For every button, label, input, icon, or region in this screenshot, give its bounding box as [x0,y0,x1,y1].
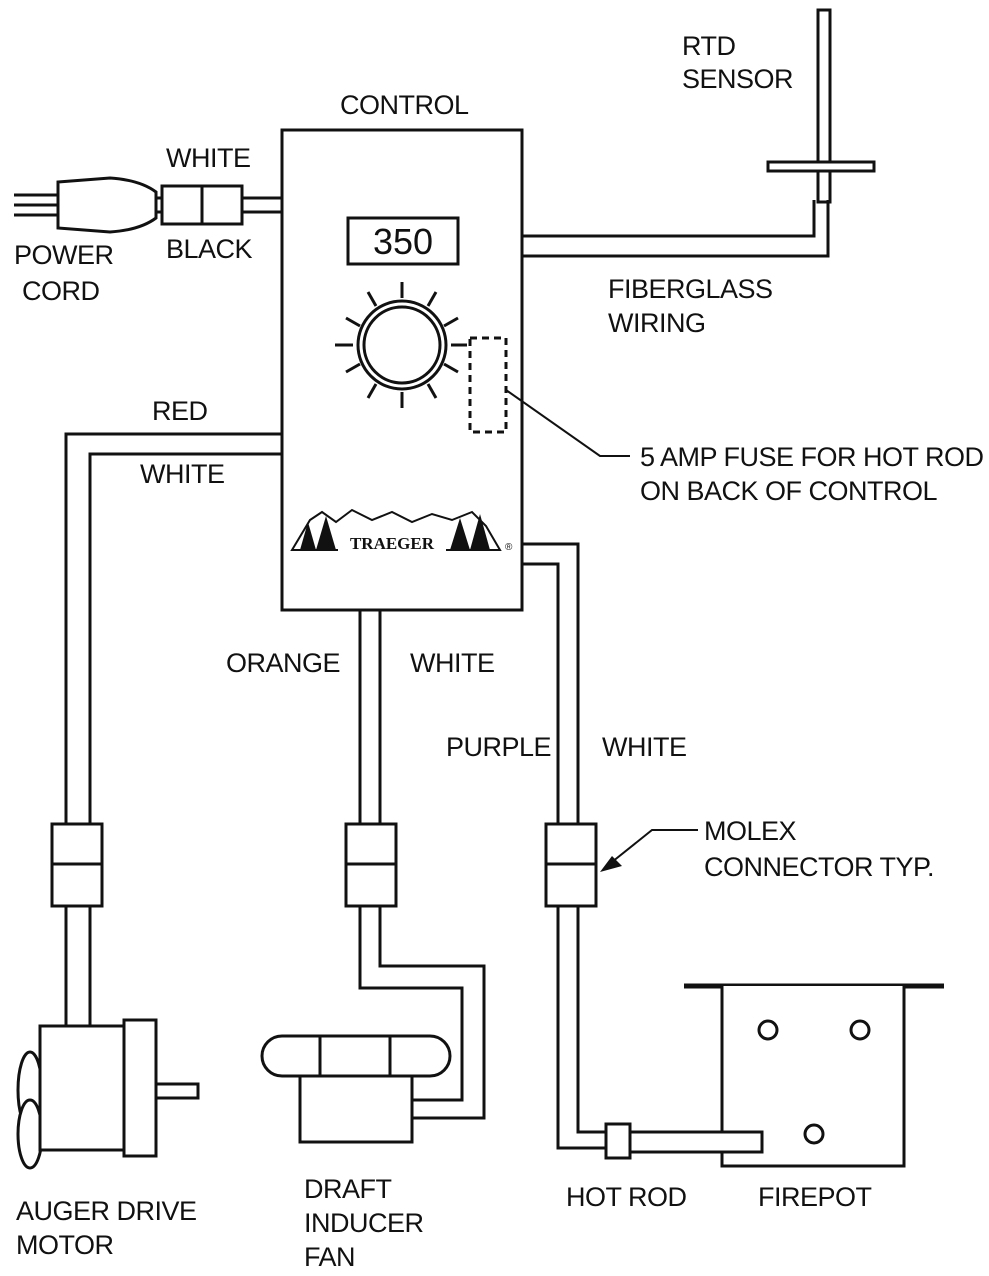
auger-drive-motor [16,1018,200,1170]
temperature-display [346,216,460,266]
label-motor: MOTOR [16,1230,114,1260]
label-power: POWER [14,240,114,270]
label-purple: PURPLE [446,732,551,762]
label-draft: DRAFT [304,1174,392,1204]
label-cord: CORD [22,276,100,306]
label-fuse-line1: 5 AMP FUSE FOR HOT ROD [640,442,984,472]
label-fan: FAN [304,1242,355,1272]
draft-inducer-fan [260,1034,452,1144]
molex-connector-auger [50,822,104,908]
control-box: 350 [280,128,524,612]
label-inducer: INDUCER [304,1208,424,1238]
label-wiring: WIRING [608,308,706,338]
label-fiberglass: FIBERGLASS [608,274,773,304]
rtd-sensor [522,8,876,258]
power-cord [14,176,282,234]
molex-connector-fan [344,822,398,908]
label-hot-rod: HOT ROD [566,1182,687,1212]
auger-wires [50,432,282,1026]
molex-connector-hotrod [544,822,598,908]
label-white-power: WHITE [166,143,251,173]
fuse-outline [468,336,508,434]
label-white-auger: WHITE [140,459,225,489]
label-auger-drive: AUGER DRIVE [16,1196,197,1226]
label-control: CONTROL [340,90,469,120]
fan-wires [344,610,486,1120]
temperature-dial [335,282,467,408]
hotrod-wires [522,542,606,1150]
registered-mark: ® [505,542,513,553]
label-orange: ORANGE [226,648,340,678]
hot-rod [604,1122,764,1160]
label-white-hotrod: WHITE [602,732,687,762]
display-value: 350 [373,221,433,262]
label-black-power: BLACK [166,234,253,264]
label-red: RED [152,396,208,426]
traeger-logo: TRAEGER ® [290,508,513,553]
label-white-fan: WHITE [410,648,495,678]
label-rtd: RTD [682,31,736,61]
firepot [684,983,944,1168]
molex-leader-arrow [600,829,698,872]
fuse-leader-line [505,389,630,457]
label-connector-typ: CONNECTOR TYP. [704,852,934,882]
label-firepot: FIREPOT [758,1182,872,1212]
label-fuse-line2: ON BACK OF CONTROL [640,476,938,506]
label-sensor: SENSOR [682,64,793,94]
label-molex: MOLEX [704,816,797,846]
brand-text: TRAEGER [350,534,435,553]
